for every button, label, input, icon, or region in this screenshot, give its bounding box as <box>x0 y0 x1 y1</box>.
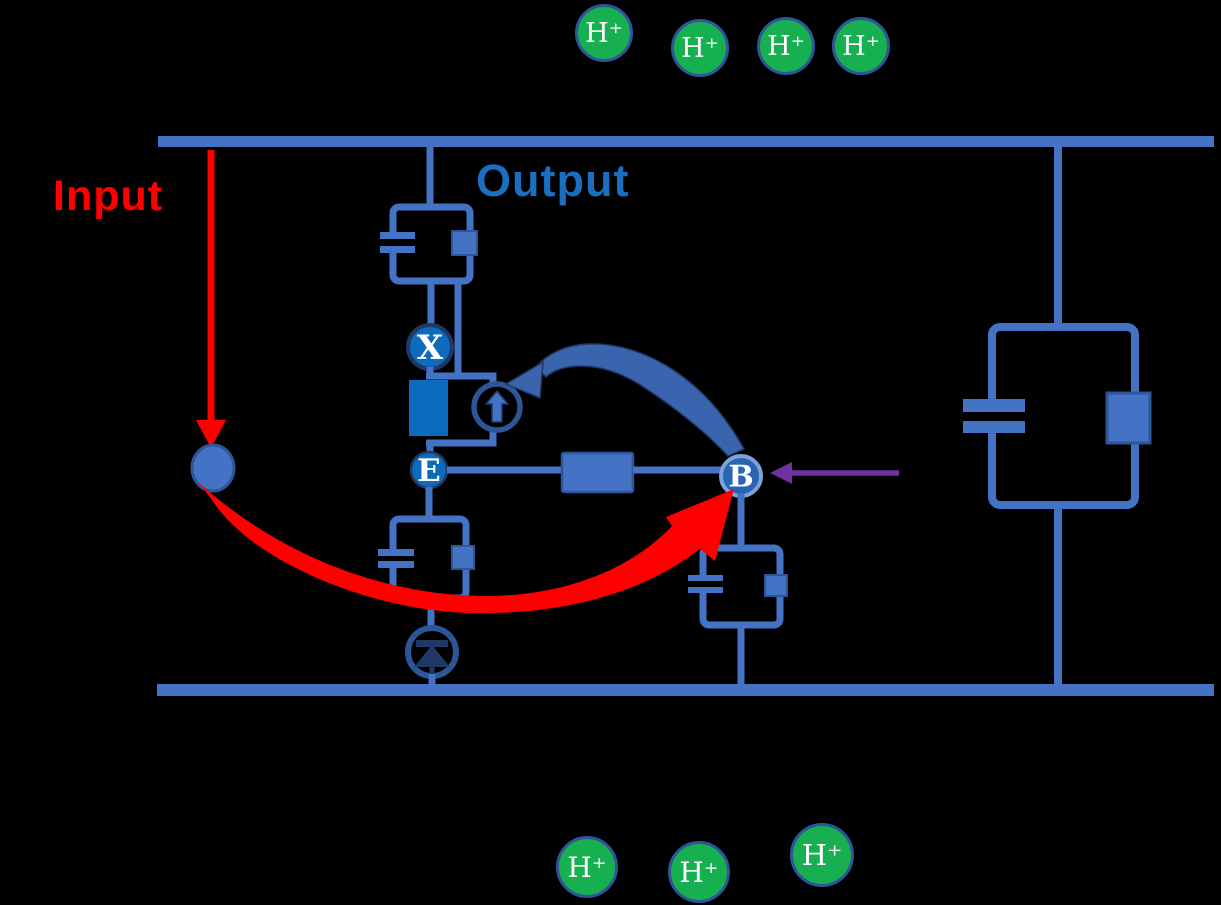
node-x: X <box>406 323 454 371</box>
capacitor-plates-icon <box>963 399 1025 412</box>
lower-right-rc-element <box>688 544 788 629</box>
capacitor-plates-icon <box>380 232 415 239</box>
proton-ion: H⁺ <box>832 17 890 75</box>
node-e-label: E <box>417 453 441 489</box>
entry-site-icon <box>190 443 236 493</box>
proton-ion: H⁺ <box>668 841 730 903</box>
diode-icon <box>405 625 459 679</box>
arrow-kink-mark <box>277 576 293 590</box>
capacitor-plates-icon <box>688 575 723 581</box>
proton-ion: H⁺ <box>671 19 729 77</box>
purple-arrowhead-icon <box>770 462 792 484</box>
feedback-arrowhead-icon <box>504 360 544 400</box>
series-resistor-box-icon <box>560 451 635 494</box>
proton-ion: H⁺ <box>790 823 854 887</box>
node-b-label: B <box>728 460 753 495</box>
input-arrowhead-icon <box>196 420 226 448</box>
feedback-arrow <box>504 343 746 457</box>
capacitor-plates-icon <box>378 549 414 556</box>
input-arrow <box>196 150 226 448</box>
resistor-bar-icon <box>409 380 448 436</box>
resistor-box-icon <box>1105 391 1152 445</box>
top-rail <box>158 136 1214 147</box>
proton-path-arrow <box>198 482 734 614</box>
node-e: E <box>409 450 449 490</box>
resistor-box-icon <box>764 574 788 597</box>
pointer-arrow-purple <box>770 462 899 484</box>
current-source-icon <box>471 381 523 433</box>
current-source-branch <box>409 367 523 454</box>
resistor-box-icon <box>451 230 478 256</box>
output-label: Output <box>476 155 630 206</box>
node-x-label: X <box>417 328 444 368</box>
bottom-rail <box>157 684 1214 696</box>
membrane-rc-element <box>963 323 1152 509</box>
input-label: Input <box>53 172 164 220</box>
proton-ion: H⁺ <box>556 836 618 898</box>
proton-ion: H⁺ <box>575 4 633 62</box>
upper-rc-element <box>380 203 478 285</box>
resistor-box-icon <box>451 545 475 570</box>
node-b: B <box>719 454 763 498</box>
proton-ion: H⁺ <box>757 17 815 75</box>
